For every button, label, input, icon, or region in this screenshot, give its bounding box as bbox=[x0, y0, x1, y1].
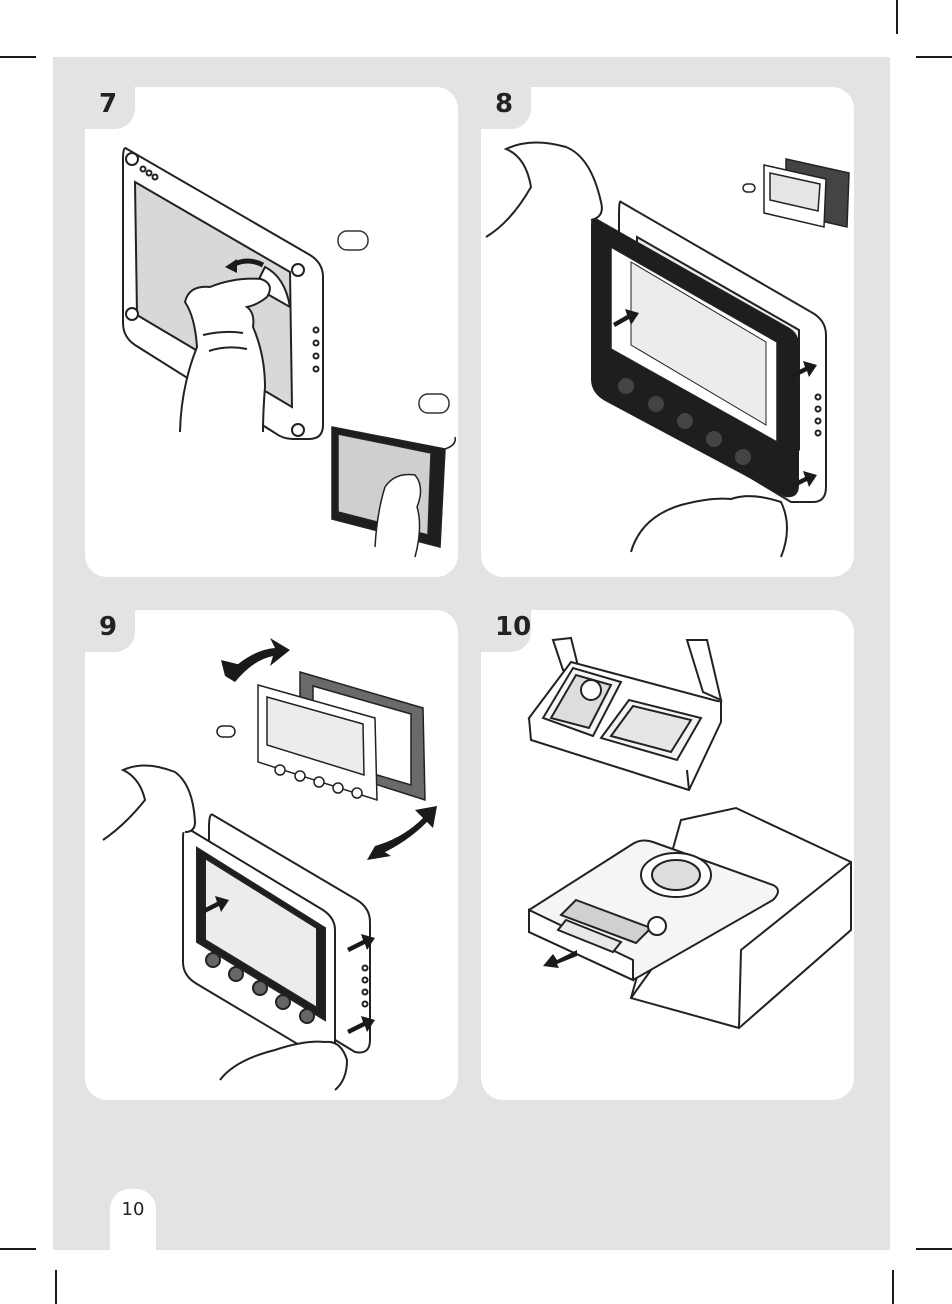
crop-mark bbox=[896, 0, 898, 34]
step-badge: 10 bbox=[481, 610, 531, 652]
callout-badge bbox=[338, 231, 368, 250]
intercom-tray bbox=[529, 808, 851, 1028]
monitor-screen-protector-removal bbox=[123, 148, 323, 439]
step-number: 8 bbox=[495, 89, 513, 119]
page-number: 10 bbox=[110, 1199, 156, 1220]
crop-mark bbox=[0, 1248, 36, 1250]
crop-mark bbox=[892, 1270, 894, 1304]
step-number: 7 bbox=[99, 89, 117, 119]
inset-film-removal bbox=[332, 427, 455, 557]
crop-mark bbox=[55, 1270, 57, 1304]
step-number: 10 bbox=[495, 612, 531, 642]
step-8-panel: 8 bbox=[481, 87, 854, 577]
page-number-tab: 10 bbox=[110, 1189, 156, 1251]
step-9-illustration bbox=[85, 610, 458, 1100]
callout-badge bbox=[743, 184, 755, 192]
packaging-box bbox=[529, 638, 721, 790]
crop-mark bbox=[0, 56, 36, 58]
callout-badge bbox=[419, 394, 449, 413]
step-badge: 8 bbox=[481, 87, 531, 129]
step-7-panel: 7 bbox=[85, 87, 458, 577]
interchangeable-frames bbox=[217, 672, 425, 800]
pull-out-arrow bbox=[543, 950, 577, 968]
step-badge: 7 bbox=[85, 87, 135, 129]
step-9-panel: 9 bbox=[85, 610, 458, 1100]
step-badge: 9 bbox=[85, 610, 135, 652]
step-7-illustration bbox=[85, 87, 458, 577]
crop-mark bbox=[916, 56, 952, 58]
step-10-panel: 10 bbox=[481, 610, 854, 1100]
crop-mark bbox=[916, 1248, 952, 1250]
step-number: 9 bbox=[99, 612, 117, 642]
callout-badge bbox=[217, 726, 235, 737]
step-10-illustration bbox=[481, 610, 854, 1100]
step-8-illustration bbox=[481, 87, 854, 577]
frame-colour-reference bbox=[743, 159, 849, 227]
